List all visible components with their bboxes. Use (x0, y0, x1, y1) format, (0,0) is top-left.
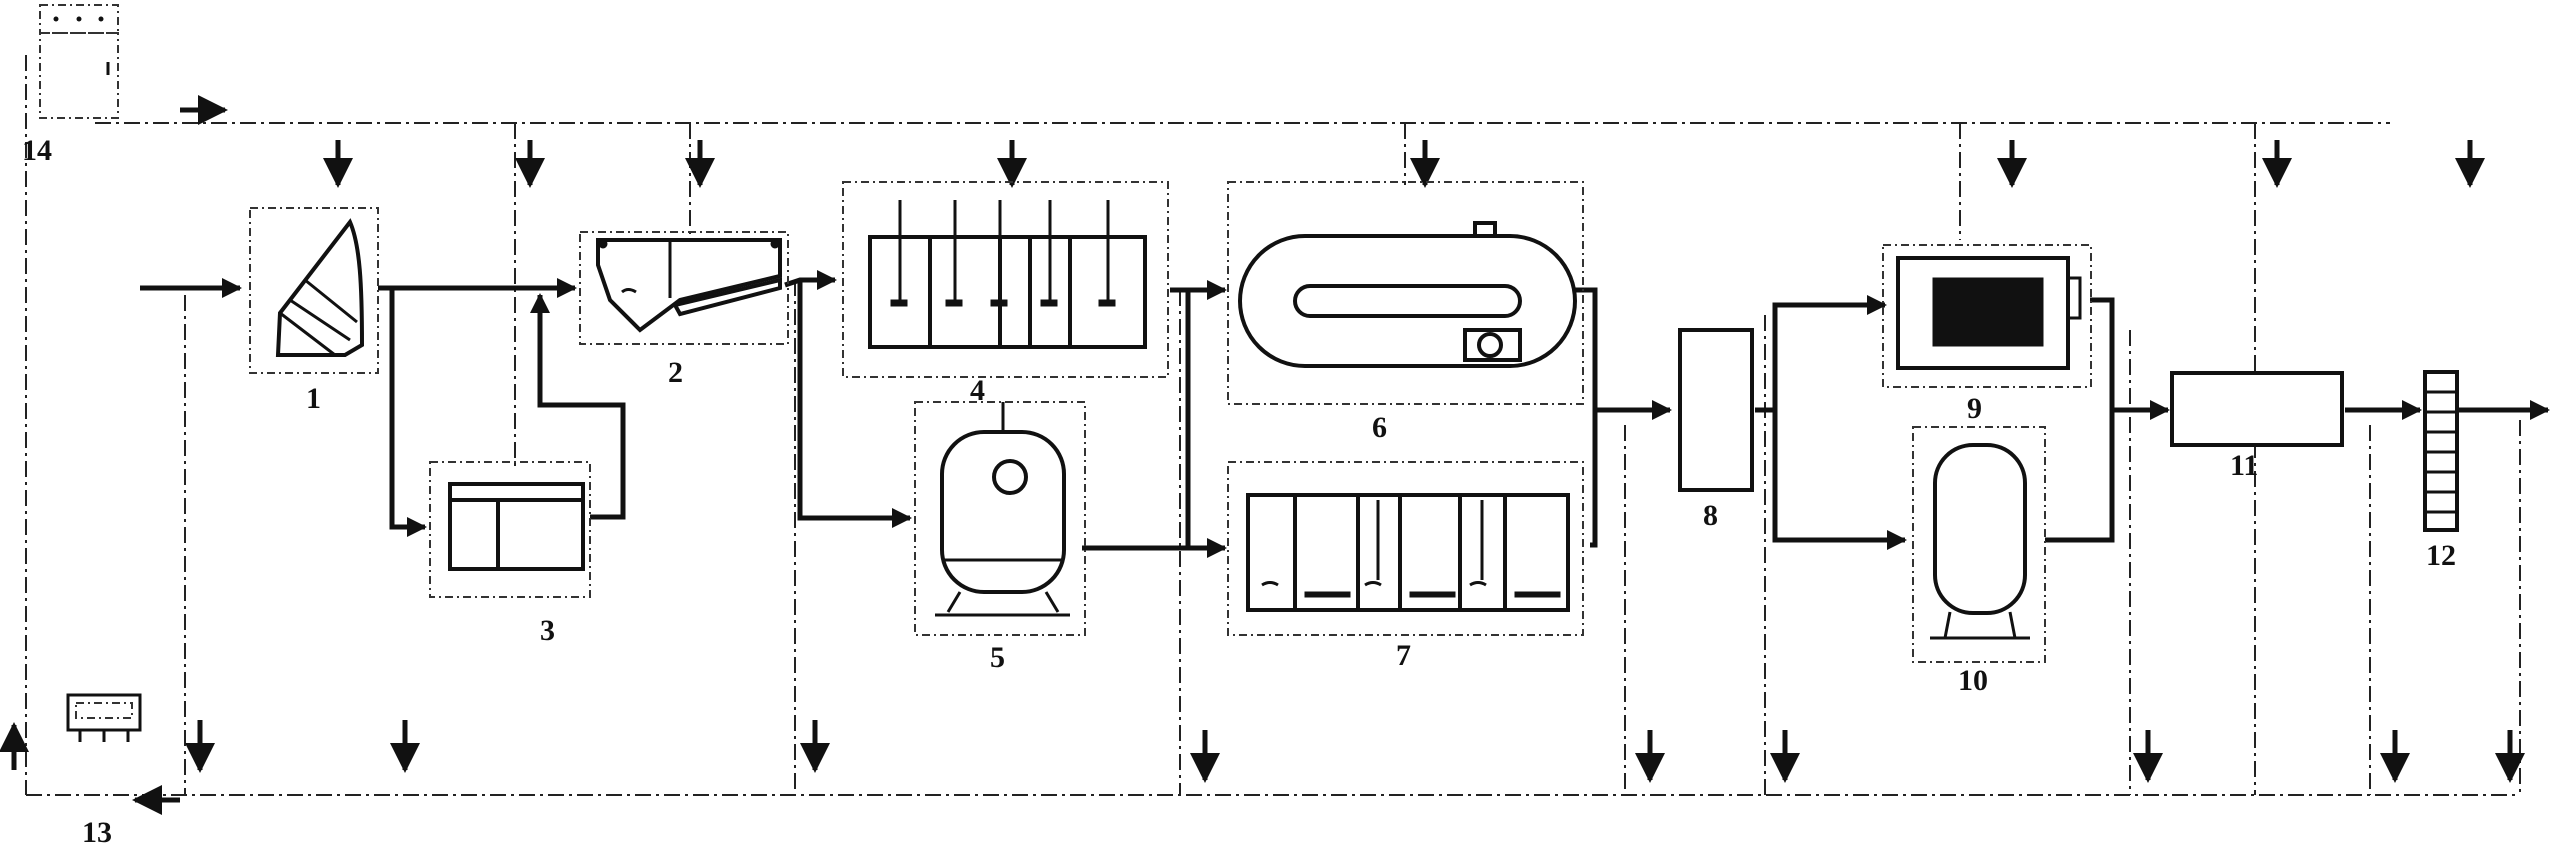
label-11: 11 (2230, 449, 2258, 482)
label-3: 3 (540, 614, 555, 647)
label-12: 12 (2426, 539, 2456, 572)
label-7: 7 (1396, 639, 1411, 672)
unit-7-reactor (1227, 461, 1584, 636)
label-13: 13 (82, 816, 112, 847)
unit-5-vessel (914, 401, 1086, 636)
unit-6-oxidation-ditch (1227, 181, 1584, 405)
label-2: 2 (668, 356, 683, 389)
label-5: 5 (990, 641, 1005, 674)
label-1: 1 (306, 382, 321, 415)
unit-10-vessel (1912, 426, 2046, 663)
label-14: 14 (22, 134, 52, 167)
unit-12-stack (2423, 370, 2459, 532)
unit-11-tank (2170, 371, 2344, 447)
unit-2-grit-tank (579, 231, 789, 345)
unit-8-filter (1678, 328, 1754, 492)
control-signal-network (25, 55, 2521, 796)
unit-3-return-tank (429, 461, 591, 598)
label-9: 9 (1967, 392, 1982, 425)
label-8: 8 (1703, 499, 1718, 532)
unit-9-cabinet (1882, 244, 2092, 388)
controller-14 (39, 4, 119, 119)
label-4: 4 (970, 374, 985, 407)
signal-arrows (0, 95, 2525, 815)
label-6: 6 (1372, 411, 1387, 444)
label-10: 10 (1958, 664, 1988, 697)
process-pipes (140, 270, 2550, 558)
unit-1-screen (249, 207, 379, 374)
controller-13 (66, 693, 142, 742)
unit-4-aeration-basin (842, 181, 1169, 378)
